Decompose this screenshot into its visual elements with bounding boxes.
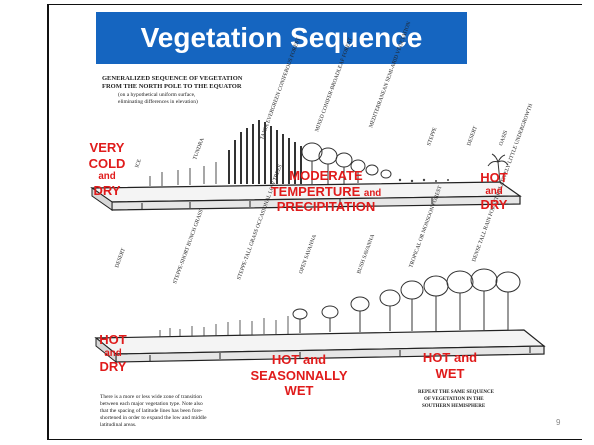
repeat-line1: REPEAT THE SAME SEQUENCE [418,390,495,395]
label-hot-wet: HOT and WET [410,350,490,381]
zone-label-desert-bottom: DESERT [114,247,127,269]
top-heading-line1: GENERALIZED SEQUENCE OF VEGETATION [102,75,243,82]
label-hot-dry-top: HOT and DRY [470,170,518,213]
repeat-line3: SOUTHERN HEMISPHERE [422,404,486,409]
label-moderate: MODERATE TEMPERTURE and PRECIPITATION [246,168,406,215]
steppe-grass [399,179,449,182]
note-line3: that the spacing of latitude lines has b… [100,407,203,414]
label-cold: COLD [82,156,132,172]
note-line5: latitudinal areas. [100,422,137,428]
label-moderate-line1: MODERATE [246,168,406,184]
label-dry: DRY [82,183,132,199]
label-and-bottom: and [92,348,134,360]
zone-label-mixed-forest: MIXED CONIFER-BROADLEAF FOREST [314,36,354,132]
label-hot-dry-bottom: HOT and DRY [92,332,134,375]
label-moderate-line2: TEMPERTURE and [246,184,406,200]
top-subheading-line1: (on a hypothetical uniform surface, [118,91,196,98]
label-dry-top: DRY [470,197,518,213]
label-precipitation: PRECIPITATION [246,199,406,215]
bottom-trees [293,269,520,333]
zone-label-open-savanna: OPEN SAVANNA [298,234,318,275]
label-hot-top: HOT [470,170,518,186]
top-scrub [150,162,216,186]
label-wet-right: WET [410,366,490,382]
label-very-cold-dry: VERY COLD and DRY [82,140,132,198]
page-number: 9 [556,418,560,427]
zone-label-mediterranean: MEDITERRANEAN SEMI-ARID VEGETATION [368,21,412,129]
repeat-line2: OF VEGETATION IN THE [424,397,484,402]
label-wet: WET [232,383,366,399]
note-line2: between each major vegetation type. Note… [100,401,203,407]
zone-label-ice: ICE [134,158,143,169]
top-heading-line2: FROM THE NORTH POLE TO THE EQUATOR [102,83,242,90]
label-very: VERY [82,140,132,156]
repeat-note: REPEAT THE SAME SEQUENCE OF VEGETATION I… [418,390,495,409]
zone-label-bush-savanna: BUSH SAVANNA [356,234,376,275]
bottom-grass [160,316,288,337]
label-hot-and: HOT and [232,352,366,368]
label-seasonnally: SEASONNALLY [232,368,366,384]
zone-label-oasis: OASIS [498,130,509,147]
label-hot-bottom: HOT [92,332,134,348]
label-temperture: TEMPERTURE [271,184,361,199]
zone-label-tundra: TUNDRA [192,137,205,161]
label-and-top: and [470,186,518,198]
label-and: and [82,171,132,183]
label-moderate-and: and [364,188,381,199]
zone-label-steppe: STEPPE [426,126,438,147]
zone-label-desert: DESERT [466,125,479,147]
zone-label-short-grass: STEPPE-SHORT BUNCH GRASS [172,209,204,285]
label-dry-bottom: DRY [92,359,134,375]
label-hot-seasonally-wet: HOT and SEASONNALLY WET [232,352,366,399]
note-line1: There is a more or less wide zone of tra… [100,393,202,400]
bottom-note: There is a more or less wide zone of tra… [100,393,207,428]
note-line4: shortened in order to expand the low and… [100,415,207,421]
top-subheading-line2: eliminating differences in elevation) [118,98,198,105]
label-hot-and-wet: HOT and [410,350,490,366]
